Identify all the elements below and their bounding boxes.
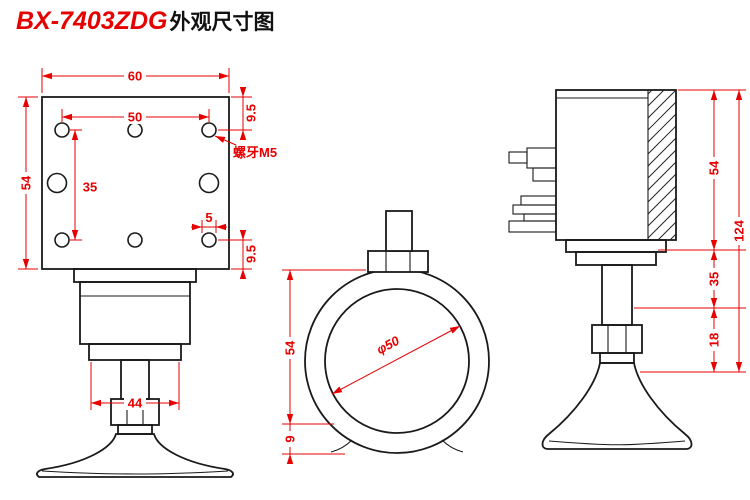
connector-pin [508, 151, 528, 164]
dim-margin-top-9-5: 9.5 [218, 87, 259, 140]
ring-nut [367, 250, 429, 273]
side-step2 [575, 251, 657, 266]
dim-label-9-5-bottom: 9.5 [244, 245, 259, 263]
side-suction-cup [541, 362, 693, 450]
dim-ring-heights: 54 9 [282, 269, 366, 464]
dim-label-124-side: 124 [732, 219, 747, 241]
air-fitting [512, 204, 557, 215]
dim-label-44: 44 [128, 396, 143, 411]
dim-label-60: 60 [128, 69, 142, 84]
dim-margin-bottom-9-5: 9.5 [218, 230, 259, 279]
plate-hole [201, 232, 217, 248]
dim-label-54-front: 54 [19, 175, 34, 190]
collar [117, 424, 153, 435]
dim-label-phi50: φ50 [374, 333, 403, 358]
dim-hole-span-35: 35 [70, 129, 97, 241]
air-fitting [508, 220, 557, 233]
dim-hole-span-50: 50 [61, 109, 210, 125]
plate-hole [201, 122, 217, 138]
side-step1 [565, 239, 667, 253]
ring-view: φ50 54 9 [282, 210, 490, 464]
air-fitting [520, 195, 557, 206]
thread-callout-m5: 螺牙M5 [213, 133, 277, 160]
plate-hole [127, 232, 143, 248]
front-view: 60 50 54 [18, 68, 277, 478]
dim-label-35-side: 35 [707, 272, 722, 286]
connector-base [532, 167, 557, 182]
side-stem [601, 264, 633, 326]
page-title: BX-7403ZDG外观尺寸图 [16, 6, 274, 36]
dim-hole-offset-5: 5 [191, 210, 227, 233]
plate-hole [46, 172, 68, 194]
plate-hole [54, 122, 70, 138]
plate-hole [198, 172, 220, 194]
dim-label-54-side: 54 [707, 160, 722, 175]
dim-label-50: 50 [128, 110, 142, 125]
dim-label-9-ring: 9 [283, 435, 298, 442]
foot-right [441, 439, 464, 453]
side-body [555, 89, 677, 241]
dim-side-heights: 54 35 18 124 [634, 89, 747, 373]
side-collar [599, 352, 635, 364]
dim-label-9-5-top: 9.5 [244, 104, 259, 122]
side-cup-lip [548, 440, 686, 446]
dim-width-60: 60 [41, 68, 230, 93]
plate-hole [54, 232, 70, 248]
body [79, 281, 191, 345]
dim-inner-diameter-50: φ50 [330, 323, 462, 397]
mounting-tab [385, 210, 413, 252]
suction-cup [36, 433, 234, 478]
plate-hole [127, 122, 143, 138]
cup-lip [41, 470, 229, 475]
dim-label-5: 5 [205, 210, 212, 225]
side-view: 54 35 18 124 [508, 89, 747, 450]
ring-outer [304, 268, 490, 454]
dim-label-35-front: 35 [83, 180, 97, 195]
flange [73, 268, 197, 283]
model-name: BX-7403ZDG [16, 7, 168, 35]
side-hex-nut [591, 324, 643, 354]
ring-inner [324, 288, 470, 434]
stem [120, 359, 150, 400]
connector-plug [526, 147, 557, 169]
dim-height-54: 54 [18, 96, 38, 270]
dim-label-18-side: 18 [707, 333, 722, 347]
step [88, 343, 182, 361]
foot-left [330, 439, 353, 453]
dim-label-54-ring: 54 [283, 340, 298, 355]
thread-note-label: 螺牙M5 [233, 145, 277, 160]
air-fitting [523, 213, 557, 222]
title-suffix: 外观尺寸图 [169, 11, 275, 34]
hatch-pattern [647, 89, 677, 241]
dim-base-width-44: 44 [90, 362, 180, 411]
